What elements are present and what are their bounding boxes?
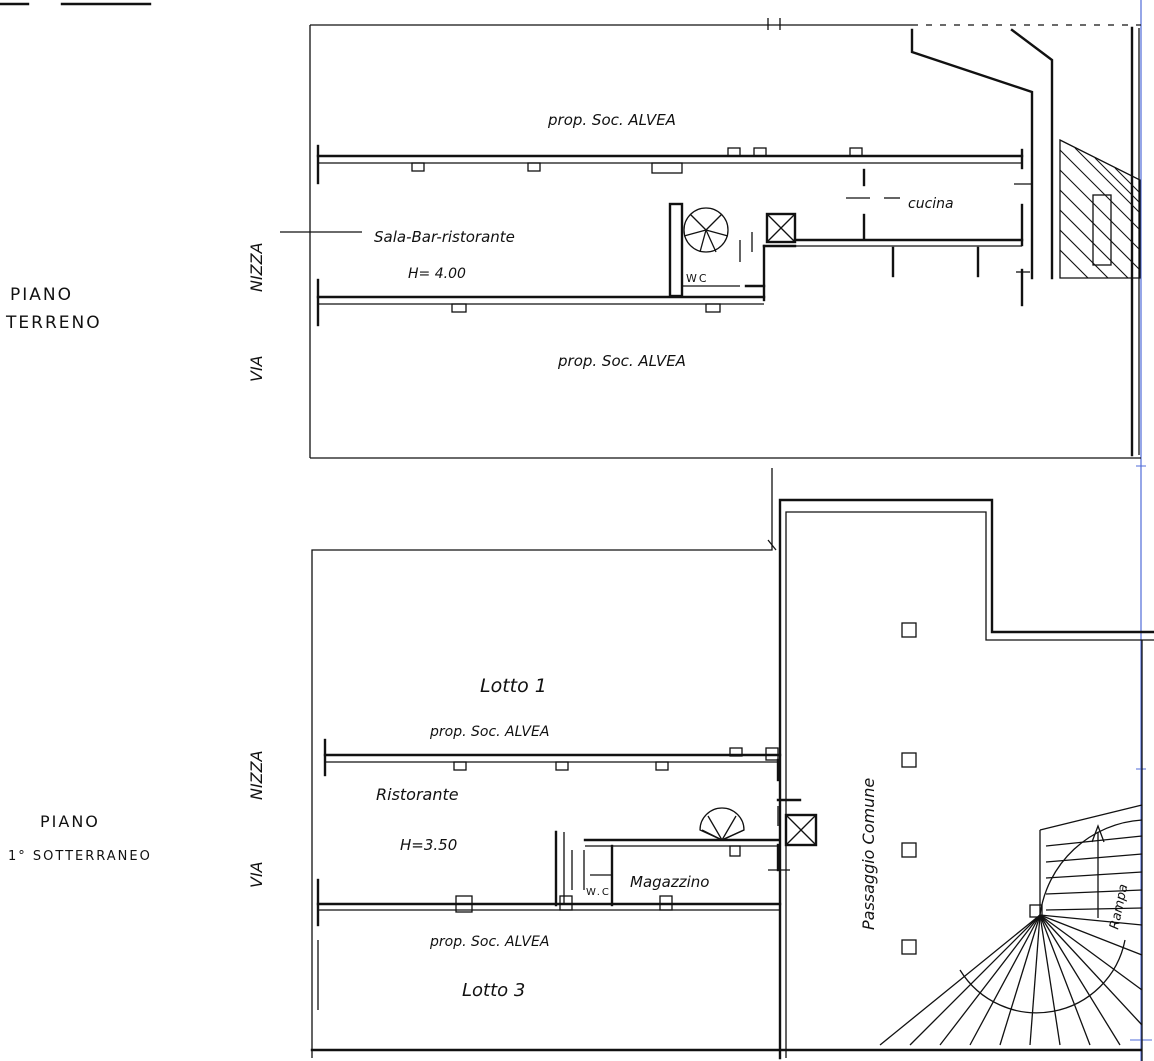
basement-label-line1: PIANO xyxy=(40,812,100,831)
kitchen-partitions xyxy=(793,168,1032,307)
basement-room-wc: W.C. xyxy=(586,887,616,898)
ground-floor-label-line1: PIANO xyxy=(10,285,73,305)
common-passage-label: Passaggio Comune xyxy=(859,778,878,930)
ground-floor-street-via: VIA xyxy=(247,355,266,382)
basement-lot-bottom: Lotto 3 xyxy=(462,980,525,1001)
basement-street-via: VIA xyxy=(247,861,266,888)
ground-floor-owner-bottom: prop. Soc. ALVEA xyxy=(557,352,686,370)
ground-floor-label-line2: TERRENO xyxy=(5,313,102,333)
passage-pillars xyxy=(901,622,917,955)
ground-floor-room-wc: WC xyxy=(686,272,709,285)
basement-lot-top: Lotto 1 xyxy=(480,675,547,697)
basement-owner-top: prop. Soc. ALVEA xyxy=(429,724,549,740)
basement-stair-core xyxy=(699,798,818,872)
basement-owner-bottom: prop. Soc. ALVEA xyxy=(429,934,549,950)
ground-floor-plan: PIANO TERRENO VIA NIZZA prop. Soc. ALVEA… xyxy=(5,18,1141,459)
basement-room-height: H=3.50 xyxy=(400,836,457,854)
ground-floor-owner-top: prop. Soc. ALVEA xyxy=(547,111,676,129)
basement-storage-block xyxy=(554,830,780,907)
basement-lower-wall xyxy=(316,878,782,1010)
basement-floor-plan: PIANO 1° SOTTERRANEO VIA NIZZA Lotto 1 p… xyxy=(8,468,1154,1061)
basement-room-storage: Magazzino xyxy=(630,873,709,891)
basement-room-main: Ristorante xyxy=(376,785,459,804)
basement-street-nizza: NIZZA xyxy=(247,750,266,800)
ground-floor-street-nizza: NIZZA xyxy=(247,242,266,292)
ground-floor-lower-wall xyxy=(316,278,766,327)
ground-floor-upper-wall xyxy=(316,144,1024,185)
basement-outer-walls xyxy=(310,468,1154,1061)
basement-label-line2: 1° SOTTERRANEO xyxy=(8,849,152,864)
ground-floor-room-height: H= 4.00 xyxy=(408,266,466,282)
basement-ramp-stair xyxy=(879,804,1143,1046)
ground-floor-hatched-stair xyxy=(1059,138,1141,279)
kitchen-exhaust-duct xyxy=(910,28,1054,280)
margin-guide-line xyxy=(1130,0,1152,1061)
ground-floor-room-kitchen: cucina xyxy=(908,196,954,212)
ground-floor-room-main: Sala-Bar-ristorante xyxy=(374,228,515,246)
basement-upper-wall xyxy=(323,738,782,782)
ground-floor-stair-core xyxy=(668,202,797,302)
